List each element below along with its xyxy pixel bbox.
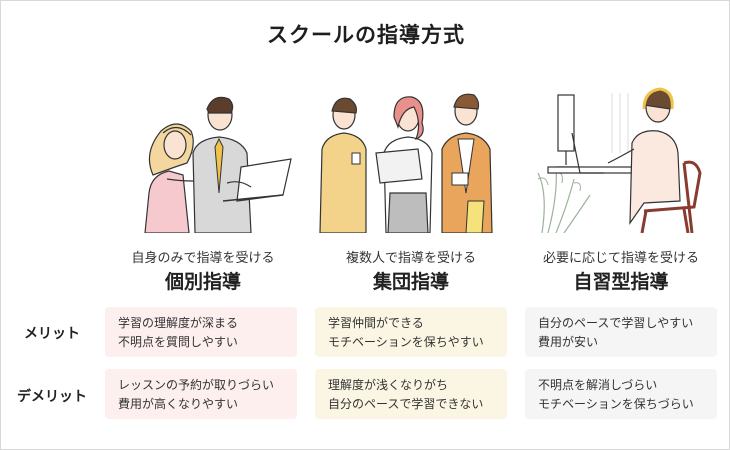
merit-individual-cell: 学習の理解度が深まる 不明点を質問しやすい [105, 307, 297, 357]
row-label-merit: メリット [24, 326, 80, 342]
column-2-subtitle: 複数人で指導を受ける [345, 251, 476, 266]
merit-self-study-cell: 自分のペースで学習しやすい 費用が安い [525, 307, 717, 357]
column-3-subtitle: 必要に応じて指導を受ける [542, 251, 699, 266]
individual-tutoring-illustration [144, 96, 292, 233]
cell-line: 不明点を質問しやすい [118, 335, 238, 349]
cell-line: 費用が安い [538, 335, 599, 349]
column-1-subtitle: 自身のみで指導を受ける [131, 251, 275, 266]
row-label-demerit: デメリット [17, 389, 87, 405]
column-3-heading: 自習型指導 [573, 271, 669, 293]
cell-line: 自分のペースで学習できない [328, 397, 484, 411]
cell-line: 学習仲間ができる [328, 316, 424, 330]
cell-line: 費用が高くなりやすい [118, 397, 239, 411]
cell-line: モチベーションを保ちづらい [538, 397, 694, 411]
demerit-individual-cell: レッスンの予約が取りづらい 費用が高くなりやすい [105, 369, 297, 419]
page-title: スクールの指導方式 [267, 23, 465, 47]
cell-line: 自分のペースで学習しやすい [538, 316, 694, 330]
demerit-group-cell: 理解度が浅くなりがち 自分のペースで学習できない [315, 369, 507, 419]
group-tutoring-illustration [319, 93, 493, 233]
demerit-self-study-cell: 不明点を解消しづらい モチベーションを保ちづらい [525, 369, 717, 419]
merit-group-cell: 学習仲間ができる モチベーションを保ちやすい [315, 307, 507, 357]
cell-line: 学習の理解度が深まる [118, 316, 239, 330]
self-study-illustration [537, 87, 702, 233]
cell-line: レッスンの予約が取りづらい [118, 378, 275, 392]
column-2-heading: 集団指導 [372, 271, 449, 293]
column-1-heading: 個別指導 [164, 271, 241, 293]
cell-line: モチベーションを保ちやすい [328, 335, 484, 349]
cell-line: 不明点を解消しづらい [538, 378, 658, 392]
cell-line: 理解度が浅くなりがち [328, 378, 449, 392]
